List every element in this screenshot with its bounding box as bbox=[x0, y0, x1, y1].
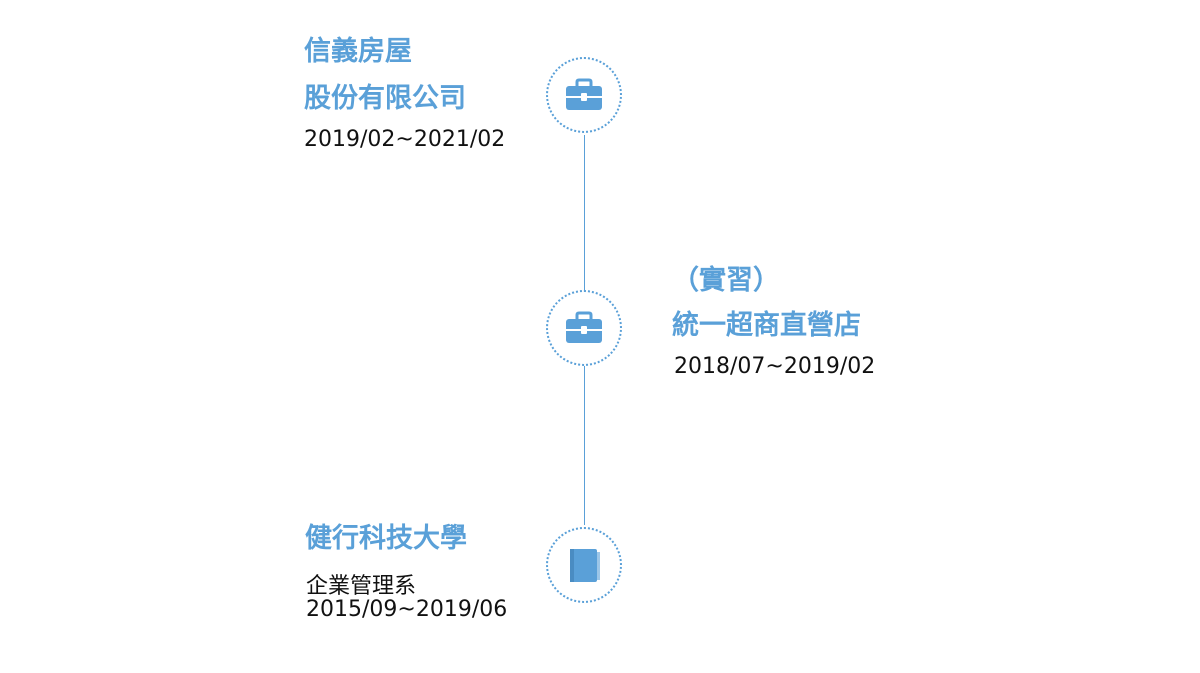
briefcase-icon bbox=[566, 311, 602, 343]
timeline-node-1 bbox=[546, 57, 622, 133]
timeline-node-2 bbox=[546, 290, 622, 366]
entry-3-title: 健行科技大學 bbox=[305, 523, 467, 554]
entry-1-title-line-2: 股份有限公司 bbox=[304, 83, 466, 114]
entry-2-title-line-2: 統一超商直營店 bbox=[672, 310, 861, 341]
entry-3-department: 企業管理系 bbox=[306, 574, 417, 599]
entry-2-date: 2018/07~2019/02 bbox=[674, 354, 876, 379]
timeline-node-3 bbox=[546, 527, 622, 603]
book-icon bbox=[570, 549, 600, 582]
briefcase-icon bbox=[566, 78, 602, 110]
entry-1-title-line-1: 信義房屋 bbox=[304, 36, 412, 67]
entry-2-title-line-1: （實習） bbox=[672, 265, 780, 296]
entry-1-date: 2019/02~2021/02 bbox=[304, 127, 506, 152]
entry-3-date: 2015/09~2019/06 bbox=[306, 597, 508, 622]
